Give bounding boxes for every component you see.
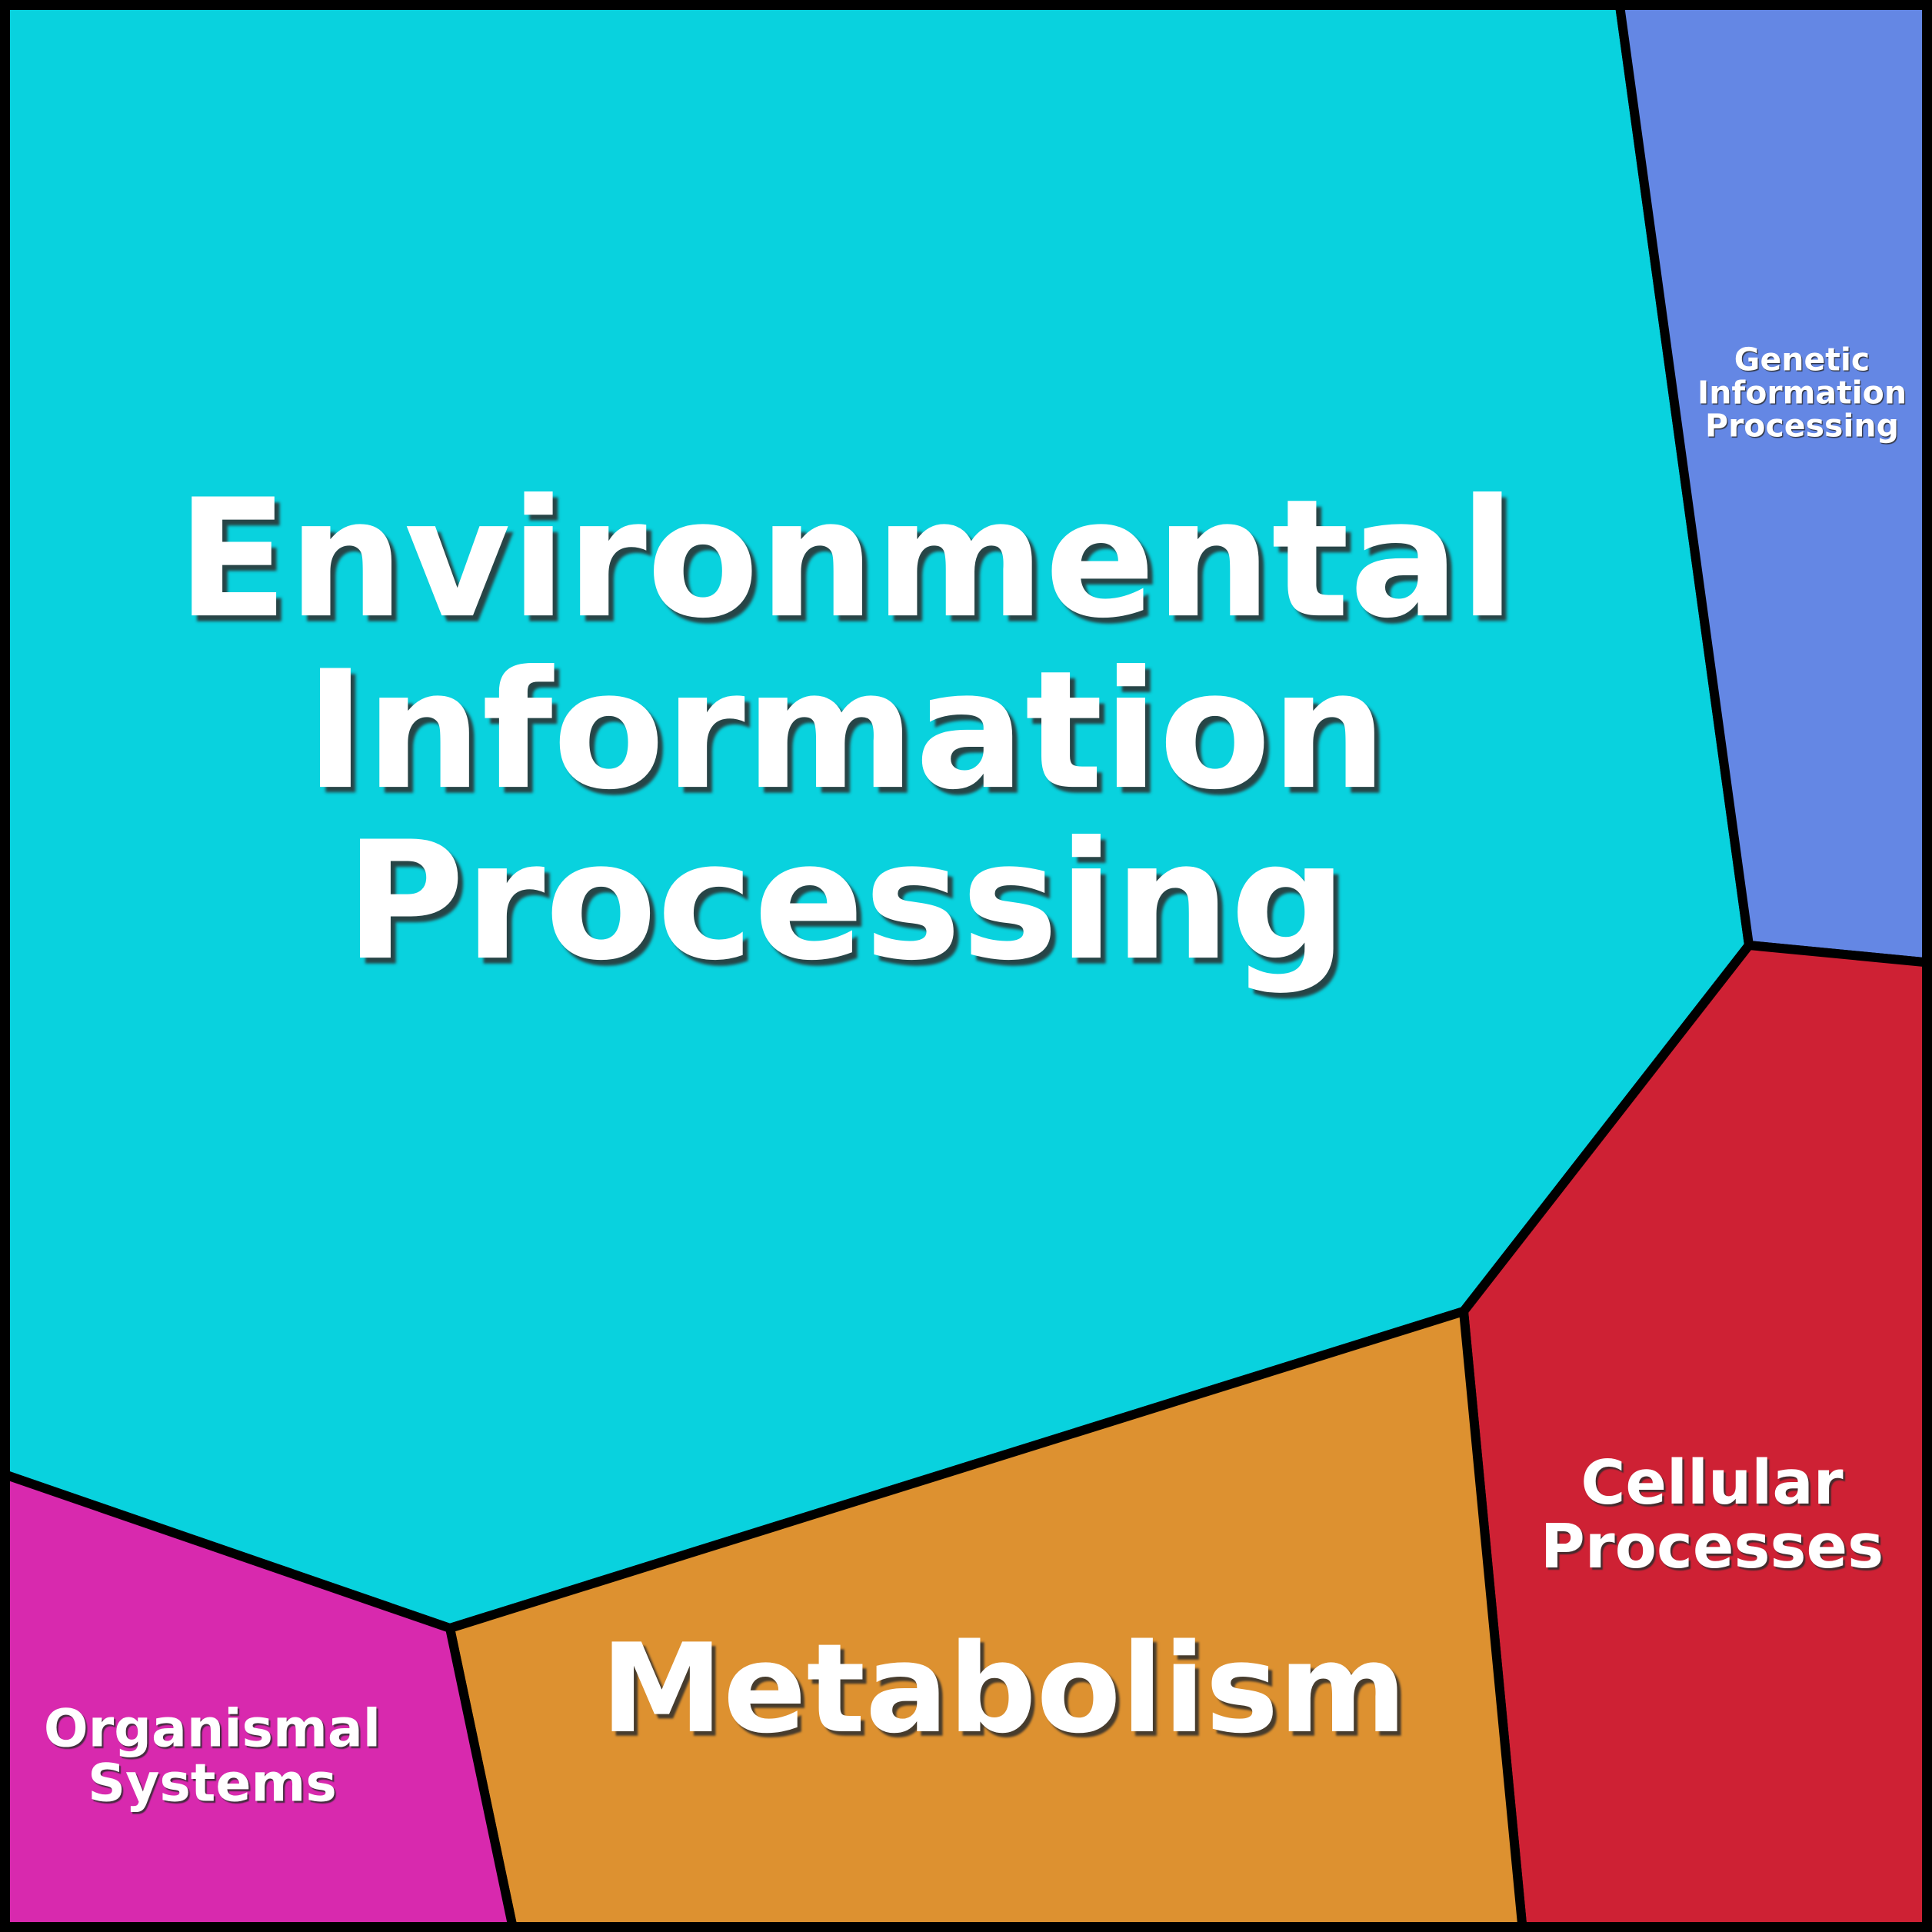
region-polygon-3 — [445, 1305, 1528, 1932]
region-polygon-4 — [0, 1467, 519, 1932]
region-polygon-1 — [1614, 0, 1932, 968]
region-polygon-2 — [1458, 940, 1932, 1932]
